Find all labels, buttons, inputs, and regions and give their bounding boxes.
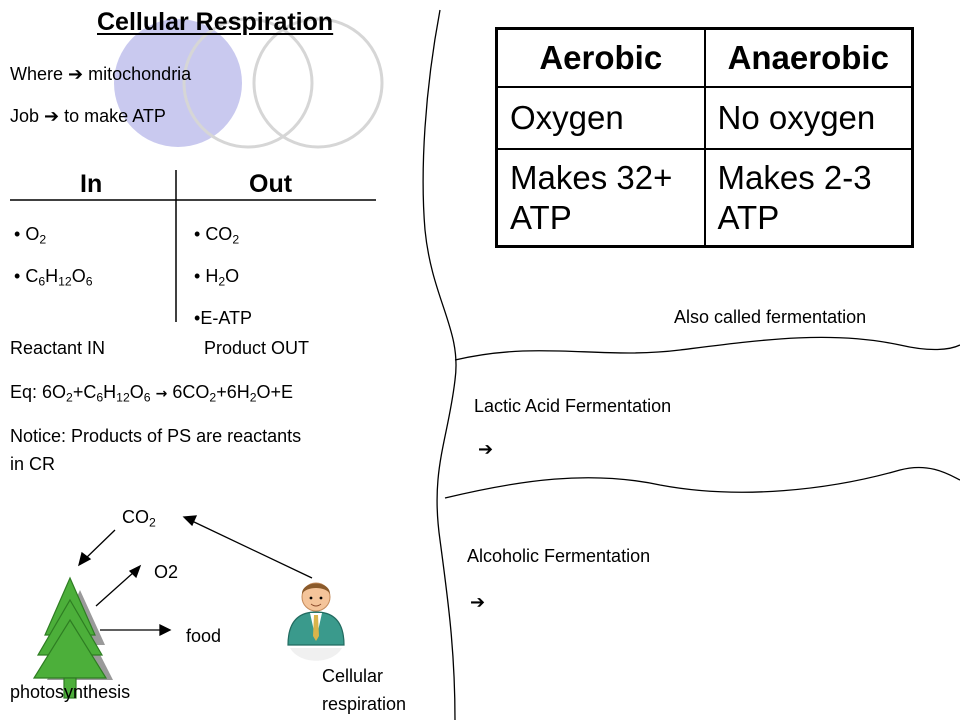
product-label: Product OUT xyxy=(204,338,310,358)
cycle-arrows xyxy=(78,515,313,637)
cell-anaerobic-oxygen: No oxygen xyxy=(703,86,914,150)
cycle-o2-label: O2 xyxy=(154,562,179,582)
notice-line-1: Notice: Products of PS are reactants xyxy=(10,426,302,446)
cycle-food-label: food xyxy=(186,626,222,646)
in-header: In xyxy=(80,170,103,198)
job-line: Job ➔ to make ATP xyxy=(10,106,166,127)
input-glucose: • C6H12O6 xyxy=(14,266,93,289)
table-header-row: Aerobic Anaerobic xyxy=(495,27,914,88)
notice-line-2: in CR xyxy=(10,454,56,474)
arrow-right-icon: ➔ xyxy=(44,106,60,127)
horizontal-wavy-divider-1 xyxy=(454,336,960,361)
cell-aerobic-atp: Makes 32+ ATP xyxy=(495,148,706,248)
table-row: Oxygen No oxygen xyxy=(495,86,914,150)
person-icon xyxy=(287,582,345,661)
tree-icon xyxy=(32,576,113,699)
equation: Eq: 6O2+C6H12O6 → 6CO2+6H2O+E xyxy=(10,382,294,405)
lactic-acid-fermentation: Lactic Acid Fermentation xyxy=(474,396,672,416)
cellular-respiration-label: Cellular respiration xyxy=(322,666,407,714)
arrow-right-icon: ➔ xyxy=(68,64,84,85)
also-called-fermentation: Also called fermentation xyxy=(674,307,867,327)
where-line: Where ➔ mitochondria xyxy=(10,64,192,85)
cell-anaerobic-atp: Makes 2-3 ATP xyxy=(703,148,914,248)
output-water: • H2O xyxy=(194,266,240,289)
photosynthesis-label: photosynthesis xyxy=(10,682,131,702)
alcoholic-fermentation: Alcoholic Fermentation xyxy=(467,546,651,566)
vertical-wavy-divider xyxy=(422,9,457,720)
header-anaerobic: Anaerobic xyxy=(703,27,914,88)
table-row: Makes 32+ ATP Makes 2-3 ATP xyxy=(495,148,914,248)
out-header: Out xyxy=(249,170,293,198)
output-co2: • CO2 xyxy=(194,224,240,247)
header-aerobic: Aerobic xyxy=(495,27,706,88)
input-oxygen: • O2 xyxy=(14,224,47,247)
outline-circle-decoration xyxy=(182,17,314,149)
page-title: Cellular Respiration xyxy=(97,8,334,36)
aerobic-anaerobic-table: Aerobic Anaerobic Oxygen No oxygen Makes… xyxy=(495,27,914,248)
cell-aerobic-oxygen: Oxygen xyxy=(495,86,706,150)
horizontal-wavy-divider-2 xyxy=(444,466,960,499)
output-energy: •E-ATP xyxy=(194,308,252,328)
cycle-co2-label: CO2 xyxy=(122,507,156,530)
outline-circle-decoration-2 xyxy=(252,17,384,149)
reactant-label: Reactant IN xyxy=(10,338,106,358)
purple-circle-decoration xyxy=(114,19,242,147)
arrow-right-icon: ➔ xyxy=(478,439,494,460)
arrow-right-icon: ➔ xyxy=(470,592,486,613)
